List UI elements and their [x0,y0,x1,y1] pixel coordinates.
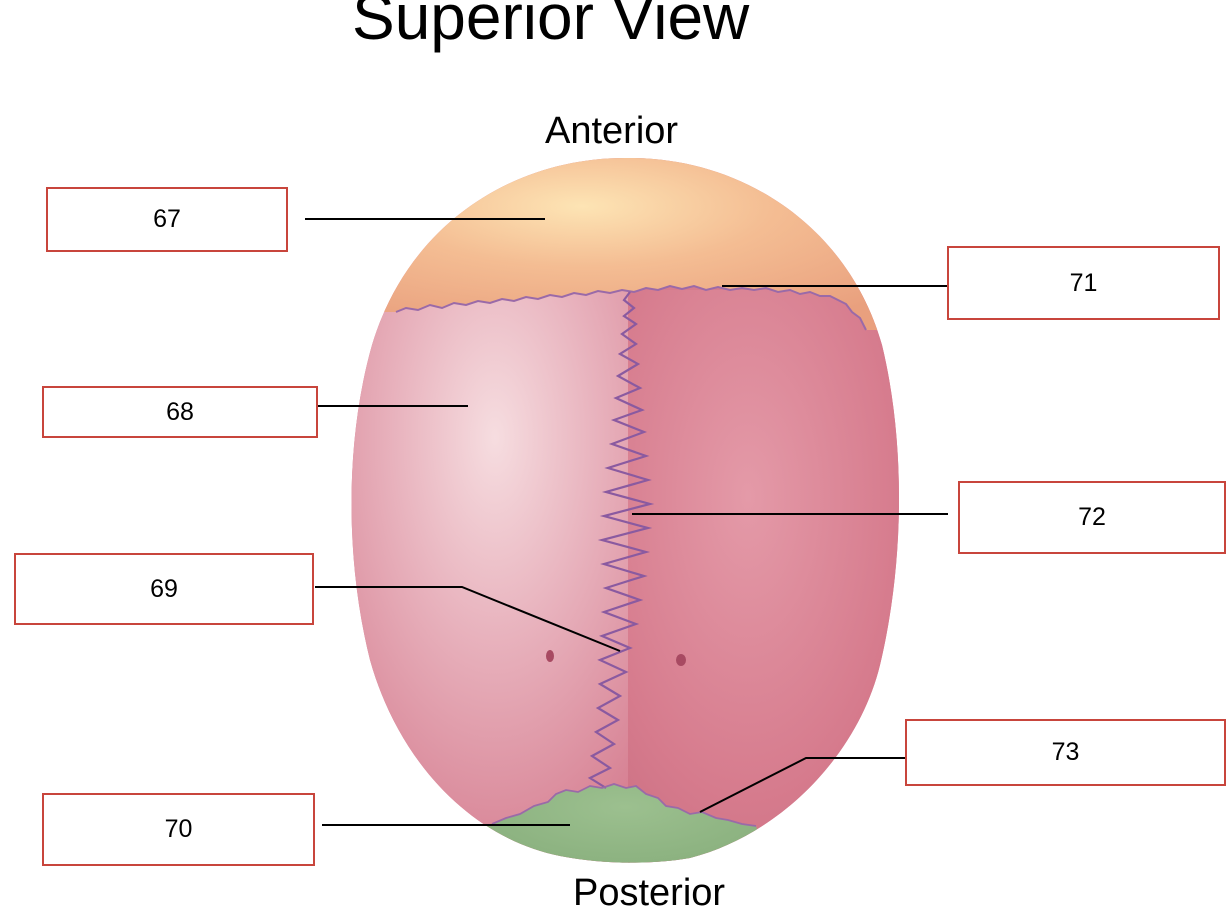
right-parietal-bone [628,290,900,863]
coronal-suture [395,284,867,331]
sagittal-suture [587,291,655,789]
label-box-72[interactable]: 72 [958,481,1226,554]
left-parietal-foramen [546,650,554,662]
posterior-label: Posterior [573,872,726,914]
label-box-68[interactable]: 68 [42,386,318,438]
page-title: Superior View [352,0,750,53]
label-box-70[interactable]: 70 [42,793,315,866]
leader-line-73 [699,757,906,813]
right-parietal-foramen [676,654,686,666]
label-box-71[interactable]: 71 [947,246,1220,320]
label-box-69[interactable]: 69 [14,553,314,625]
label-box-67[interactable]: 67 [46,187,288,252]
anterior-label: Anterior [545,110,679,152]
lambdoid-suture [491,783,757,827]
leader-line-69 [315,586,621,652]
label-box-73[interactable]: 73 [905,719,1226,786]
